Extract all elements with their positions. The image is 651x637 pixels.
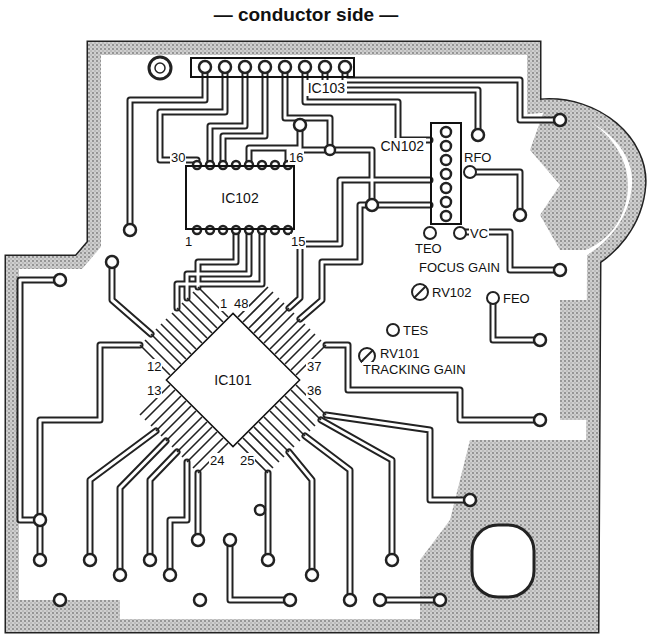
board-outline	[6, 42, 645, 632]
pin-number: 1	[184, 234, 193, 249]
test-point-label: FEO	[502, 291, 531, 306]
ic101-leads	[140, 287, 326, 473]
test-points	[387, 166, 499, 336]
part-label: RV101	[379, 346, 421, 361]
part-label: IC102	[219, 190, 260, 206]
connector-outline: CN102	[430, 122, 462, 225]
diagram-title: — conductor side —	[214, 4, 399, 26]
pin-number: 12	[146, 359, 162, 374]
ic-diamond: IC101	[165, 312, 301, 448]
pin-number: 48	[233, 296, 249, 311]
pin-number: 13	[146, 383, 162, 398]
ic-outline: IC102	[185, 165, 295, 230]
test-point-label: RFO	[463, 150, 492, 165]
pin-number: 16	[288, 150, 304, 165]
trace-inner	[20, 67, 560, 600]
adjustment-label: FOCUS GAIN	[418, 260, 501, 275]
mounting-hole	[149, 57, 171, 79]
pin-number: 1	[219, 296, 228, 311]
pin-number: 37	[306, 359, 322, 374]
adjustment-label: TRACKING GAIN	[362, 362, 467, 377]
test-point-label: TEO	[414, 241, 443, 256]
ground-plane	[6, 42, 645, 632]
pin-number: 24	[209, 453, 225, 468]
mounting-hole	[155, 63, 165, 73]
part-label: IC103	[306, 80, 347, 96]
part-label: CN102	[378, 138, 426, 154]
test-point-label: TES	[402, 323, 429, 338]
pin-number: 36	[306, 383, 322, 398]
pin-number: 15	[290, 234, 306, 249]
part-label: RV102	[431, 285, 473, 300]
test-point-label: VC	[469, 226, 489, 241]
large-pad	[472, 525, 534, 597]
pin-number: 25	[239, 453, 255, 468]
ic-outline: IC103	[190, 57, 355, 78]
part-label: IC101	[212, 372, 253, 388]
traces	[20, 67, 560, 600]
pin-number: 30	[170, 150, 186, 165]
pads	[34, 61, 566, 606]
